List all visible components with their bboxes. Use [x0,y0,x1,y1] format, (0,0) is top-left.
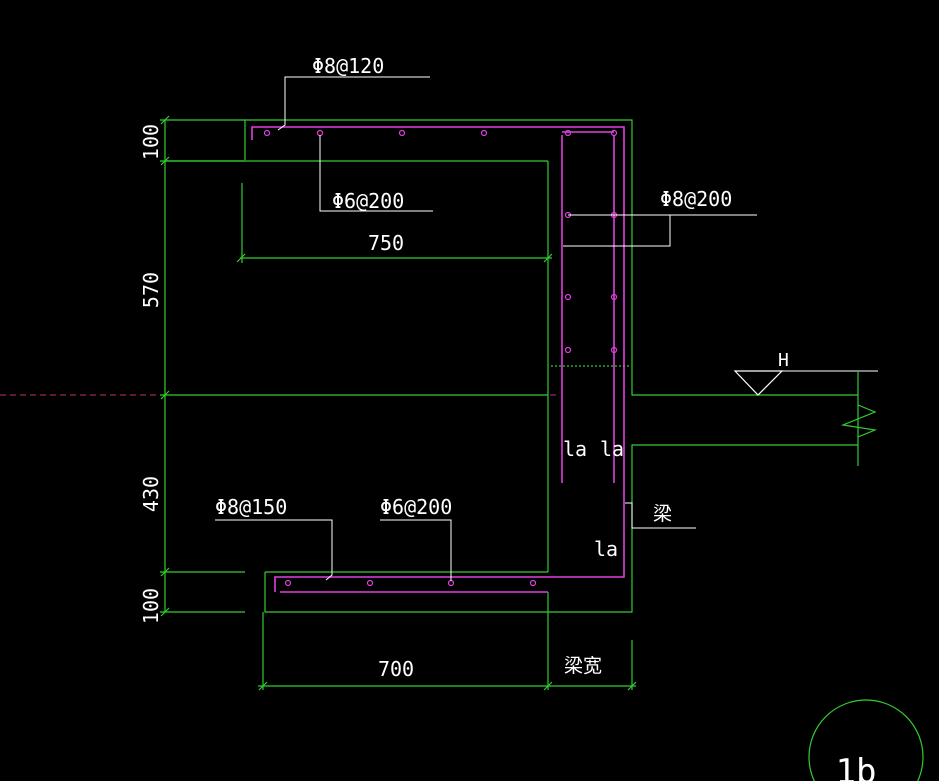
section-marker-label: 1b [836,752,877,781]
beam-width-label: 梁宽 [564,655,602,677]
beam-label: 梁 [653,503,672,525]
dim-top-thickness: 100 [139,124,163,160]
dim-bottom-span: 700 [378,657,414,681]
dim-top-span: 750 [368,231,404,255]
anchor-la-right: la [600,437,624,461]
rebar-dot [564,129,572,137]
rebar-dot [316,129,324,137]
bottom-span-dimension: 700 梁宽 [258,592,637,691]
outer-rebar-line [251,126,625,592]
rebar-dot [610,293,618,301]
dim-tick [160,390,170,400]
dim-upper-height: 570 [139,272,163,308]
leader-beam [625,502,696,529]
dim-tick [627,681,637,691]
dim-tick [160,156,170,166]
water-level-symbol: H [733,350,878,396]
concrete-outline [165,119,878,613]
dim-tick [543,681,553,691]
outer-outline-bottom [264,444,858,613]
leader-bottom-main [215,519,333,581]
label-wall: Φ8@200 [660,187,732,211]
rebar-dot [564,293,572,301]
break-symbol [840,404,878,438]
dim-tick [160,115,170,125]
leader-wall-b [563,215,671,247]
anchor-la-bottom: la [594,537,618,561]
leader-top-dist [319,135,433,212]
rebar-dot [447,579,455,587]
leader-top-main [277,76,430,131]
label-bottom-dist: Φ6@200 [380,495,452,519]
rebar-dot [610,346,618,354]
label-top-main: Φ8@120 [312,54,384,78]
dim-tick [258,681,268,691]
dim-tick [160,607,170,617]
rebar-dot [398,129,406,137]
level-triangle-icon [733,370,784,396]
dim-tick [160,567,170,577]
top-span-dimension: 750 [236,183,553,263]
left-dimension-chain: 100 570 430 100 [139,115,245,624]
leader-bottom-dist [380,519,452,581]
dim-tick [543,253,553,263]
section-marker: 1b [808,699,924,781]
rebar-dot [529,579,537,587]
rebar-dot [564,346,572,354]
anchor-la-left: la [563,437,587,461]
rebar-dot [366,579,374,587]
anchorage-labels: la la la 梁 [563,437,696,561]
rebar-dot [610,129,618,137]
dim-lower-height: 430 [139,476,163,512]
section-circle [808,699,924,781]
rebar-cage [251,126,625,593]
rebar-dot [480,129,488,137]
rebar-dot [263,129,271,137]
dim-bottom-thickness: 100 [139,588,163,624]
level-label: H [778,350,789,371]
label-top-dist: Φ6@200 [332,189,404,213]
rebar-dot [284,579,292,587]
dim-tick [236,253,246,263]
rebar-annotations: Φ8@120 Φ6@200 Φ8@200 Φ8@150 Φ6@200 [215,54,757,581]
outer-outline-top [244,119,858,396]
label-bottom-main: Φ8@150 [215,495,287,519]
